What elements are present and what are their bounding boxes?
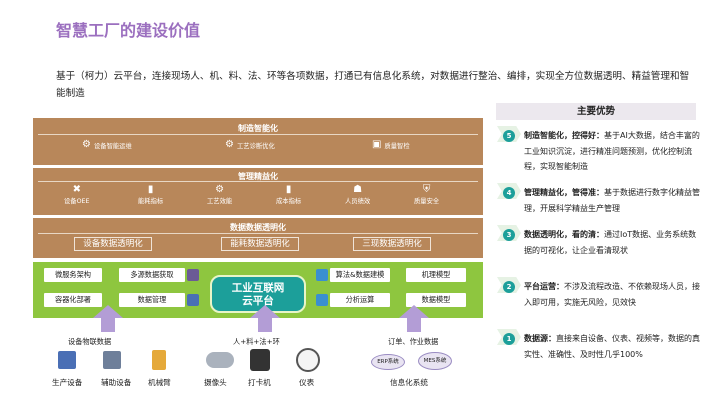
meter-icon (296, 348, 320, 372)
layer-divider (38, 134, 478, 135)
up-arrow-icon (250, 305, 280, 318)
microservice-box: 微服务架构 (44, 268, 102, 282)
mes-system: MES系统 (418, 352, 452, 370)
layer-transparent-title: 数据数据透明化 (230, 223, 286, 232)
layer-intelligent-title: 制造智能化 (238, 124, 278, 133)
advantage-number: 4 (503, 187, 515, 199)
energy-transparency-box: 能耗数据透明化 (221, 237, 299, 251)
gear-icon: ⚙ (82, 139, 91, 150)
gear-globe-icon (316, 269, 328, 281)
device-label: 打卡机 (248, 378, 271, 387)
page-title: 智慧工厂的建设价值 (56, 21, 201, 40)
container-deploy-box: 容器化部署 (44, 293, 102, 307)
up-arrow-icon (407, 318, 421, 332)
up-arrow-icon (258, 318, 272, 332)
device-label: 摄像头 (204, 378, 227, 387)
bar-chart-icon: ▮ (147, 184, 154, 195)
platform-label-1: 工业互联网 (231, 282, 285, 294)
item-process-diagnosis: ⚙ 工艺诊断优化 (225, 139, 275, 150)
equipment-transparency-box: 设备数据透明化 (74, 237, 152, 251)
advantage-text: 制造智能化，控得好：基于AI大数据，结合丰富的工业知识沉淀，进行精准问题预测，优… (524, 131, 700, 171)
advantage-text: 平台运营：不涉及流程改造、不依赖现场人员，接入即可用，实施无风险，见效快 (524, 282, 700, 307)
item-process-efficiency: ⚙ 工艺效能 (207, 184, 233, 205)
process-icon: ⚙ (215, 184, 225, 195)
item-energy-index: ▮ 能耗指标 (138, 184, 164, 205)
layer-intelligent: 制造智能化 (33, 118, 483, 165)
source-orders-title: 订单、作业数据 (388, 337, 439, 346)
mechanism-model-box: 机理模型 (406, 268, 466, 282)
algorithm-box: 算法&数据建模 (330, 268, 390, 282)
item-equipment-maintenance: ⚙ 设备智能运维 (82, 139, 132, 150)
multisource-box: 多源数据获取 (119, 268, 185, 282)
data-management-box: 数据管理 (119, 293, 185, 307)
up-arrow-icon (93, 305, 123, 318)
data-model-box: 数据模型 (406, 293, 466, 307)
robot-arm-icon (152, 350, 166, 370)
punch-clock-icon (250, 349, 270, 371)
device-label: 生产设备 (52, 378, 83, 387)
advantage-number: 2 (503, 281, 515, 293)
source-people-title: 人+料+法+环 (233, 337, 280, 346)
layer-lean: 管理精益化 (33, 168, 483, 215)
shield-icon: ⛨ (422, 184, 431, 195)
item-cost-index: ▮ 成本指标 (276, 184, 302, 205)
db-icon (187, 269, 199, 281)
advantage-number: 5 (503, 130, 515, 142)
people-icon: ☗ (353, 184, 363, 195)
item-quality-safety: ⛨ 质量安全 (414, 184, 440, 205)
advantage-number: 1 (503, 333, 515, 345)
quality-icon: ▣ (372, 139, 382, 150)
monitor-icon (187, 294, 199, 306)
up-arrow-icon (101, 318, 115, 332)
source-equipment-title: 设备物联数据 (68, 337, 112, 346)
advantage-text: 数据透明化，看的清：通过IoT数据、业务系统数据的可视化，让企业看清现状 (524, 230, 697, 255)
up-arrow-icon (399, 305, 429, 318)
erp-system: ERP系统 (371, 354, 405, 370)
layer-transparent: 数据数据透明化 (33, 218, 483, 258)
camera-icon (206, 352, 234, 368)
layer-divider (38, 233, 478, 234)
layer-lean-title: 管理精益化 (238, 172, 278, 181)
cost-icon: ▮ (285, 184, 292, 195)
production-equipment-icon (58, 351, 76, 369)
item-oee: ✖ 设备OEE (64, 184, 90, 205)
intro-text: 基于（柯力）云平台，连接现场人、机、料、法、环等各项数据，打通已有信息化系统，对… (56, 71, 690, 99)
analysis-icon (316, 294, 328, 306)
layer-divider (38, 181, 478, 182)
item-staff-performance: ☗ 人员绩效 (345, 184, 371, 205)
device-label: 机械臂 (148, 378, 171, 387)
tools-icon: ✖ (72, 184, 81, 195)
device-label: 辅助设备 (101, 378, 132, 387)
advantage-number: 3 (503, 229, 515, 241)
device-label: 仪表 (299, 378, 315, 387)
advantages-title: 主要优势 (496, 103, 696, 120)
analysis-compute-box: 分析运算 (330, 293, 390, 307)
info-system-caption: 信息化系统 (390, 378, 428, 387)
platform-label-2: 云平台 (242, 295, 274, 307)
item-quality-inspection: ▣ 质量智检 (372, 139, 410, 150)
advantage-text: 数据源：直接来自设备、仪表、视频等，数据的真实性、准确性、及时性几乎100% (524, 334, 700, 359)
auxiliary-equipment-icon (103, 351, 121, 369)
advantage-text: 管理精益化，管得准：基于数据进行数字化精益管理，开展科学精益生产管理 (524, 188, 700, 213)
cog-diagnose-icon: ⚙ (225, 139, 234, 150)
onsite-transparency-box: 三现数据透明化 (353, 237, 431, 251)
